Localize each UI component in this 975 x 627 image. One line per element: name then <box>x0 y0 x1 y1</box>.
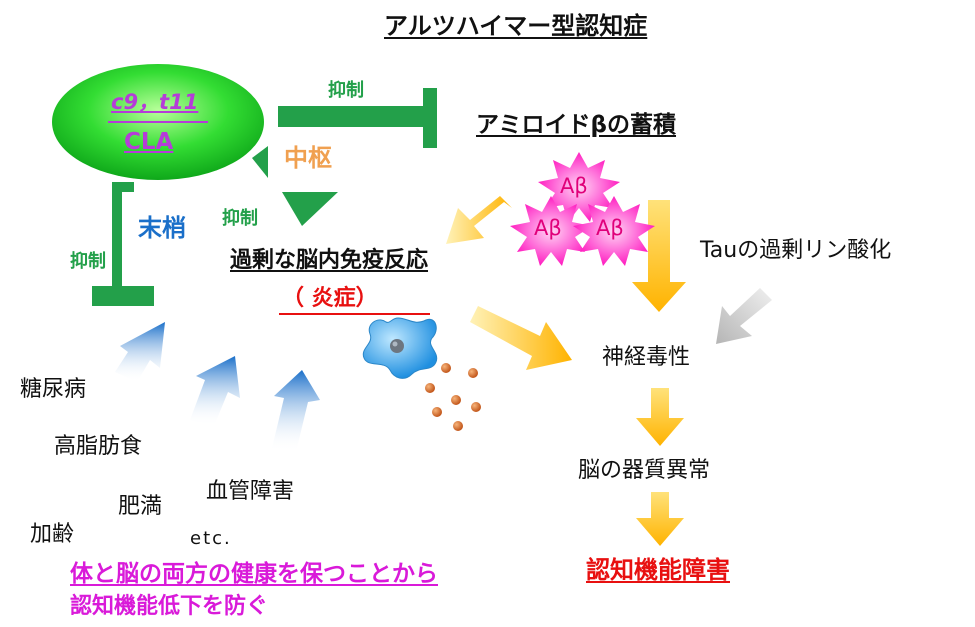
amyloid-to-neurotoxicity-arrow <box>632 200 686 312</box>
central-label: 中枢 <box>284 144 332 172</box>
inhibit-label-mid: 抑制 <box>222 208 258 229</box>
dementia-label: 認知機能障害 <box>586 556 730 584</box>
inhibit-label-top: 抑制 <box>328 80 364 101</box>
risk-obesity: 肥満 <box>118 494 163 519</box>
risk-vascular-disorder: 血管障害 <box>206 479 295 504</box>
inhibition-bar-icon <box>92 182 154 306</box>
risk-etc: etc. <box>190 528 232 549</box>
cytokine-particle-icon <box>425 363 481 431</box>
amyloid-starburst-icon <box>538 152 620 222</box>
cla-label: CLA <box>124 129 174 155</box>
message-line-2: 認知機能低下を防ぐ <box>70 594 269 619</box>
amyloid-starburst-icon <box>573 196 655 266</box>
risk-arrow-icon <box>115 322 165 382</box>
neurotoxicity-label: 神経毒性 <box>602 345 691 370</box>
amyloid-to-immune-arrow <box>446 196 512 244</box>
neurotoxicity-to-organic-arrow <box>636 388 684 446</box>
risk-aging: 加齢 <box>30 522 75 547</box>
immune-response-label: 過剰な脳内免疫反応 <box>230 248 429 273</box>
microglia-nucleus <box>390 339 404 353</box>
abeta-label-bottom-left: Aβ <box>534 216 562 240</box>
risk-high-fat-diet: 高脂肪食 <box>54 434 143 459</box>
inhibit-label-left: 抑制 <box>70 251 106 272</box>
abeta-label-bottom-right: Aβ <box>596 216 624 240</box>
risk-arrow-icon <box>272 370 320 452</box>
abeta-label-top: Aβ <box>560 174 588 198</box>
microglia-nucleus-highlight <box>392 341 398 347</box>
amyloid-starburst-icon <box>510 196 592 266</box>
risk-diabetes: 糖尿病 <box>20 377 87 402</box>
page-title: アルツハイマー型認知症 <box>384 12 648 40</box>
organic-to-dementia-arrow <box>636 492 684 546</box>
message-line-1: 体と脳の両方の健康を保つことから <box>70 561 438 587</box>
peripheral-label: 末梢 <box>138 214 186 242</box>
risk-arrow-icon <box>190 356 240 426</box>
tau-to-neurotoxicity-arrow <box>716 288 772 344</box>
amyloid-accumulation-label: アミロイドβの蓄積 <box>476 112 677 138</box>
inhibition-arrowhead-icon <box>252 146 268 178</box>
inflammation-label: （ 炎症） <box>282 286 378 311</box>
cla-isomer-label: c9，t11 <box>111 90 199 114</box>
inflammation-to-neurotoxicity-arrow <box>470 306 572 370</box>
tau-label: Tauの過剰リン酸化 <box>700 238 892 263</box>
inhibition-bar-icon <box>278 88 437 148</box>
organic-change-label: 脳の器質異常 <box>578 458 711 483</box>
inhibition-arrowhead-icon <box>282 192 338 226</box>
